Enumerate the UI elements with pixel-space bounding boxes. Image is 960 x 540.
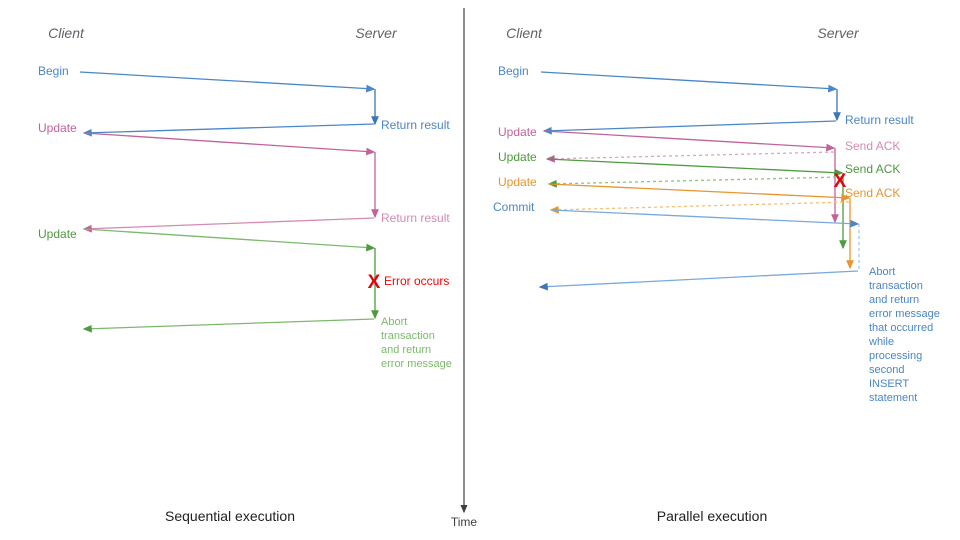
left-message-error: Error occurs (384, 274, 449, 288)
right-abort-note-line-8: INSERT (869, 378, 909, 390)
left-message-return-2: Return result (381, 211, 450, 225)
right-arrow-ack-1 (545, 151, 835, 163)
left-message-return-1: Return result (381, 118, 450, 132)
right-arrow-abort (538, 270, 859, 291)
right-abort-note-line-4: that occurred (869, 322, 933, 334)
left-arrow-abort (82, 318, 375, 333)
right-message-commit: Commit (493, 200, 535, 214)
right-abort-note-line-9: statement (869, 392, 917, 404)
right-message-update-3: Update (498, 175, 537, 189)
left-actor-server: Server (355, 25, 398, 41)
right-abort-note-line-5: while (868, 336, 894, 348)
right-actor-client: Client (506, 25, 543, 41)
left-abort-note-line-1: transaction (381, 330, 435, 342)
time-axis-label: Time (451, 515, 478, 529)
right-abort-note-line-1: transaction (869, 280, 923, 292)
left-message-update-1: Update (38, 121, 77, 135)
right-arrow-commit (550, 209, 860, 228)
right-caption: Parallel execution (657, 508, 768, 524)
left-caption: Sequential execution (165, 508, 295, 524)
left-arrow-update-1 (83, 132, 376, 156)
right-abort-note-line-7: second (869, 364, 904, 376)
left-panel: Client Server Begin Return result Update… (38, 25, 452, 524)
left-abort-note-line-3: error message (381, 358, 452, 370)
right-message-begin: Begin (498, 64, 529, 78)
right-arrow-ack-2 (547, 176, 843, 188)
left-arrow-begin (79, 71, 376, 93)
left-abort-note-line-0: Abort (381, 316, 407, 328)
right-arrow-ack-3 (549, 201, 850, 214)
left-error-x-icon: X (368, 272, 381, 293)
right-arrow-begin (540, 71, 838, 93)
right-abort-note: Abort transaction and return error messa… (868, 266, 940, 404)
right-arrow-return-1 (542, 120, 837, 135)
left-arrow-return-1 (82, 123, 375, 137)
right-abort-note-line-2: and return (869, 294, 919, 306)
right-actor-server: Server (817, 25, 860, 41)
right-message-return-1: Return result (845, 113, 914, 127)
right-message-update-2: Update (498, 150, 537, 164)
left-actor-client: Client (48, 25, 85, 41)
left-arrow-return-2 (82, 217, 375, 233)
right-message-ack-1: Send ACK (845, 139, 900, 153)
left-message-update-2: Update (38, 227, 77, 241)
right-message-ack-2: Send ACK (845, 162, 900, 176)
right-message-ack-3: Send ACK (845, 186, 900, 200)
right-arrow-update-2 (546, 158, 844, 177)
left-arrow-update-2 (83, 228, 376, 252)
left-abort-note-line-2: and return (381, 344, 431, 356)
right-abort-note-line-6: processing (869, 350, 922, 362)
right-error-x-icon: X (834, 171, 847, 192)
right-abort-note-line-3: error message (869, 308, 940, 320)
right-message-update-1: Update (498, 125, 537, 139)
left-abort-note: Abort transaction and return error messa… (381, 316, 452, 370)
right-arrow-update-3 (548, 183, 851, 202)
right-abort-note-line-0: Abort (869, 266, 895, 278)
right-panel: Client Server Begin Return result Update… (493, 25, 940, 524)
left-message-begin: Begin (38, 64, 69, 78)
right-arrow-update-1 (543, 130, 836, 152)
